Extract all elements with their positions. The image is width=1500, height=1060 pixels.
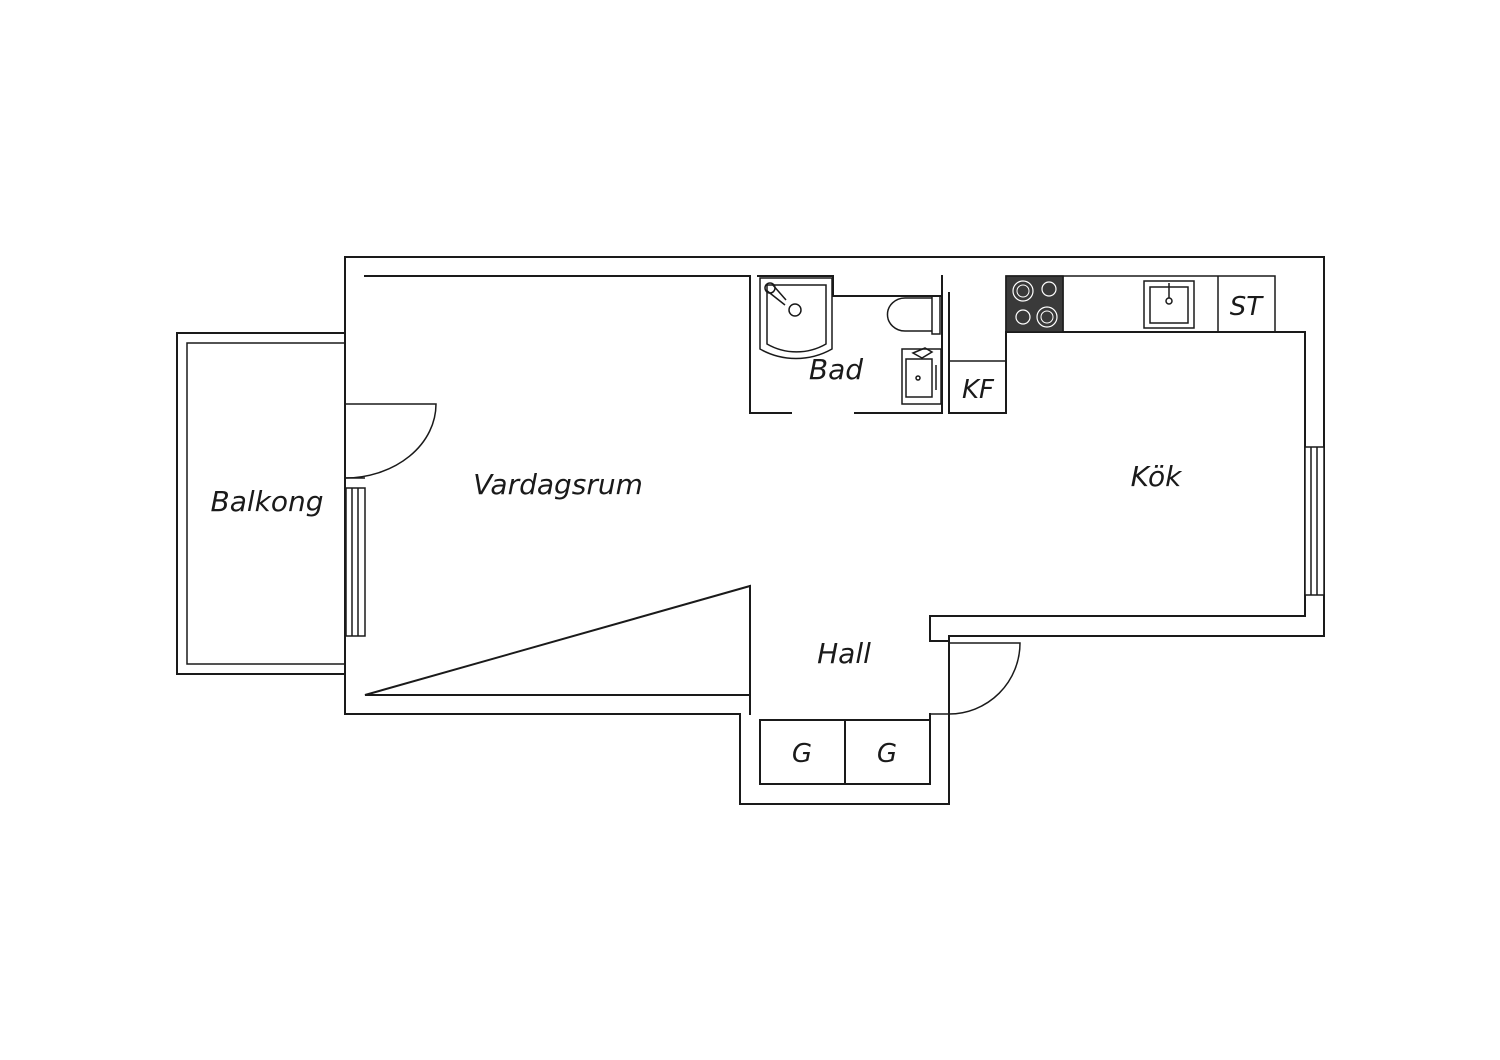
stove-icon bbox=[1005, 275, 1064, 333]
fridge-freezer bbox=[948, 360, 1007, 414]
shower bbox=[759, 277, 833, 360]
toilet bbox=[886, 295, 941, 335]
kitchen-window bbox=[1304, 446, 1325, 596]
balcony-door[interactable] bbox=[344, 403, 437, 479]
shower-head-icon bbox=[764, 282, 776, 294]
bathroom-walls bbox=[749, 275, 943, 414]
room-label-kok: Kök bbox=[1131, 460, 1183, 493]
room-label-vardagsrum: Vardagsrum bbox=[473, 468, 643, 501]
kitchen-sink-icon bbox=[1143, 280, 1195, 329]
room-label-bad: Bad bbox=[809, 353, 863, 386]
hall-walls bbox=[749, 585, 931, 785]
label-st: ST bbox=[1230, 292, 1265, 322]
bathroom-sink bbox=[901, 347, 942, 405]
room-label-hall: Hall bbox=[817, 637, 871, 670]
living-room-window bbox=[345, 487, 366, 637]
entrance-door[interactable] bbox=[930, 642, 1021, 715]
room-label-balkong: Balkong bbox=[210, 485, 323, 518]
label-kf: KF bbox=[962, 375, 995, 405]
label-wardrobe-1: G bbox=[792, 739, 812, 769]
label-wardrobe-2: G bbox=[877, 739, 897, 769]
outer-wall bbox=[344, 256, 1325, 805]
